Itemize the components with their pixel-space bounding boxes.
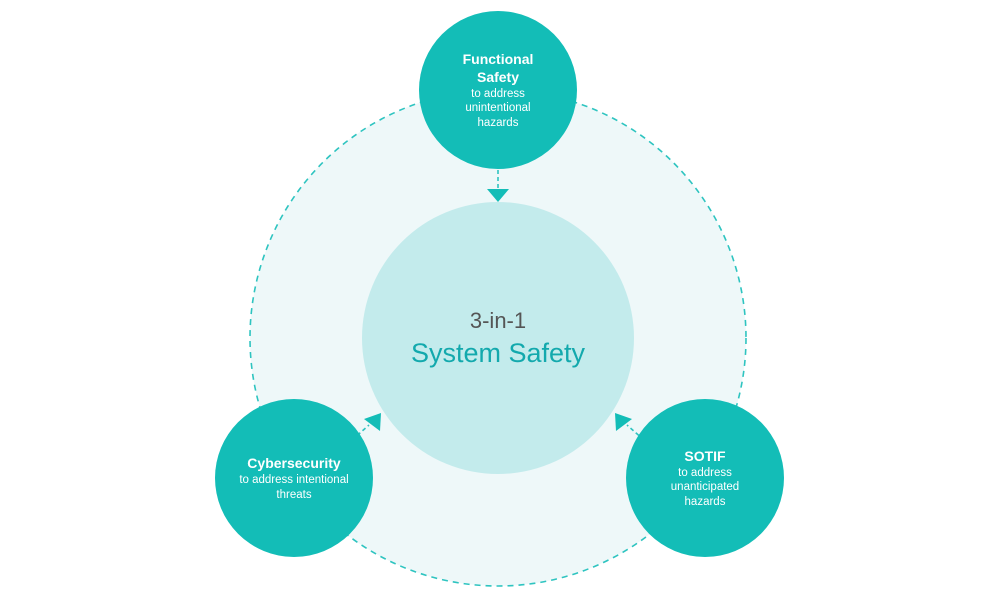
node-description: to address unanticipated hazards — [670, 466, 740, 508]
node-title: Functional Safety — [462, 50, 534, 85]
center-label: 3-in-1 System Safety — [362, 203, 634, 475]
arrow-cybersecurity-icon — [364, 413, 381, 431]
arrow-sotif-icon — [615, 413, 632, 431]
node-sotif: SOTIF to address unanticipated hazards — [626, 399, 784, 557]
center-circle — [362, 202, 634, 474]
node-title: Cybersecurity — [247, 455, 341, 471]
node-functional-safety: Functional Safety to address unintention… — [419, 11, 577, 169]
center-subtitle: 3-in-1 — [469, 308, 527, 333]
node-title: SOTIF — [684, 447, 726, 464]
center-title: System Safety — [410, 338, 586, 368]
node-cybersecurity: Cybersecurity to address intentional thr… — [215, 399, 373, 557]
arrow-functional-safety-icon — [487, 189, 509, 202]
node-description: to address unintentional hazards — [465, 87, 531, 129]
node-description: to address intentional threats — [239, 474, 349, 501]
